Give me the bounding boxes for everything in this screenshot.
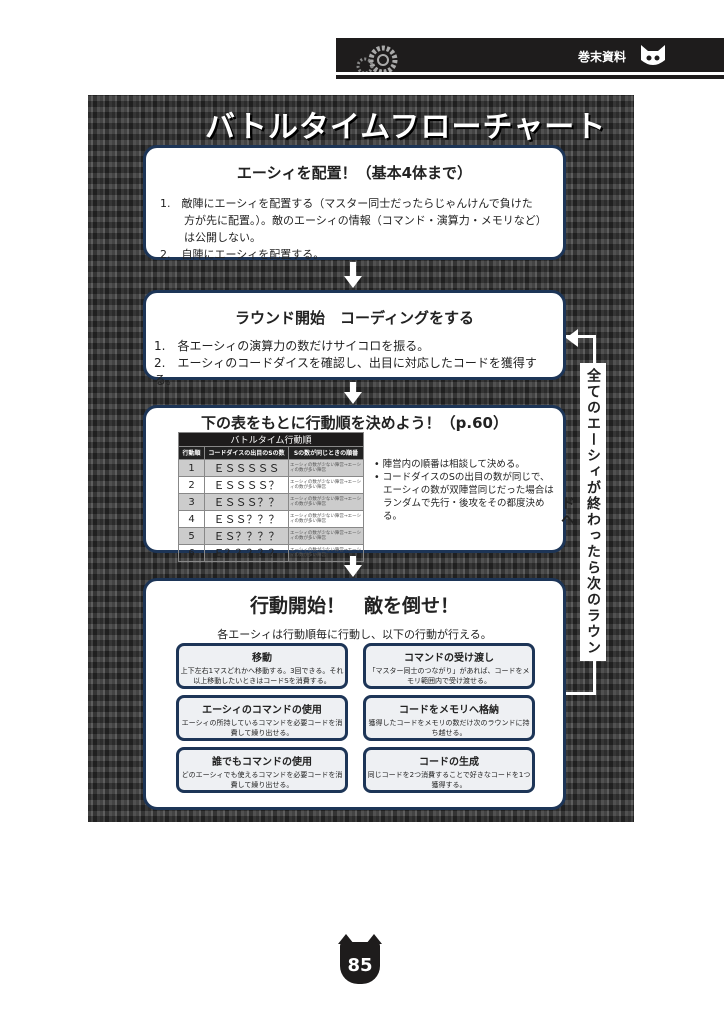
action-title: コードの生成 <box>419 757 479 768</box>
step-action-start: 行動開始！ 敵を倒せ！ 各エーシィは行動順毎に行動し、以下の行動が行える。 移動… <box>143 578 566 810</box>
action-card: エーシィのコマンドの使用エーシィの所持しているコマンドを必要コードを消費して繰り… <box>176 695 348 741</box>
list-item: 1. 敵陣にエーシィを配置する（マスター同士だったらじゃんけんで負けた方が先に配… <box>160 197 542 244</box>
arrow-down-icon <box>344 556 362 577</box>
column-header: 行動順 <box>178 446 205 460</box>
step-title: 行動開始！ 敵を倒せ！ <box>249 595 459 617</box>
table-cell: 2 <box>178 476 205 494</box>
table-cell: 1 <box>178 459 205 477</box>
table-cell: エーシィの数が少ない陣営→エーシィの数が多い陣営 <box>287 544 365 562</box>
action-description: 上下左右1マスどれかへ移動する。3回できる。それ以上移動したいときはコードSを消… <box>180 667 344 685</box>
page-number: 85 <box>338 934 382 984</box>
cat-face-icon <box>641 45 665 65</box>
action-description: どのエーシィでも使えるコマンドを必要コードを消費して繰り出せる。 <box>181 771 343 789</box>
table-cell: ＥＳ？？？？ <box>204 527 289 545</box>
table-cell: エーシィの数が少ない陣営→エーシィの数が多い陣営 <box>287 476 365 494</box>
step-title: 下の表をもとに行動順を決めよう！（p.60） <box>200 414 508 432</box>
step-title: エーシィを配置！（基本4体まで） <box>236 164 473 182</box>
action-card: 移動上下左右1マスどれかへ移動する。3回できる。それ以上移動したいときはコードS… <box>176 643 348 689</box>
action-card: 誰でもコマンドの使用どのエーシィでも使えるコマンドを必要コードを消費して繰り出せ… <box>176 747 348 793</box>
rules-list: • 陣営内の順番は相談して決める。 • コードダイスのSの出目の数が同じで、エー… <box>374 458 554 523</box>
list-item: 2. エーシィのコードダイスを確認し、出目に対応したコードを獲得する。 <box>154 356 537 387</box>
table-cell: ＥＳＳＳＳＳ <box>204 459 289 477</box>
action-title: コマンドの受け渡し <box>404 653 494 664</box>
section-label: 巻末資料 <box>578 50 627 64</box>
table-cell: 3 <box>178 493 205 511</box>
list-item: • コードダイスのSの出目の数が同じで、エーシィの数が双陣営同じだった場合はラン… <box>374 472 554 522</box>
table-cell: ＥＳＳＳ？？ <box>204 493 289 511</box>
table-cell: エーシィの数が少ない陣営→エーシィの数が多い陣営 <box>287 493 365 511</box>
table-caption: バトルタイム行動順 <box>177 432 365 447</box>
action-description: 獲得したコードをメモリの数だけ次のラウンドに持ち越せる。 <box>368 719 530 737</box>
action-title: 誰でもコマンドの使用 <box>212 757 312 768</box>
action-title: コードをメモリへ格納 <box>399 705 499 716</box>
list-item: • 陣営内の順番は相談して決める。 <box>374 459 525 470</box>
action-title: 移動 <box>252 653 272 664</box>
table-cell: ＥＳＳＳＳ？ <box>204 476 289 494</box>
table-cell: 5 <box>178 527 205 545</box>
action-description: 「マスター同士のつながり」があれば、コードをメモリ範囲内で受け渡せる。 <box>368 667 530 685</box>
arrow-left-icon <box>566 329 578 347</box>
action-card: コードをメモリへ格納獲得したコードをメモリの数だけ次のラウンドに持ち越せる。 <box>363 695 535 741</box>
table-cell: エーシィの数が少ない陣営→エーシィの数が多い陣営 <box>287 510 365 528</box>
arrow-down-icon <box>344 262 362 288</box>
column-header: Sの数が同じときの順番 <box>287 446 365 460</box>
action-description: エーシィの所持しているコマンドを必要コードを消費して繰り出せる。 <box>181 719 343 737</box>
action-card: コードの生成同じコードを2つ消費することで好きなコードを1つ獲得する。 <box>363 747 535 793</box>
table-cell: 4 <box>178 510 205 528</box>
step-place-aesy: エーシィを配置！（基本4体まで） 1. 敵陣にエーシィを配置する（マスター同士だ… <box>143 145 566 261</box>
column-header: コードダイスの出目のSの数 <box>204 446 289 460</box>
next-round-label: 全てのエーシィが終わったら次のラウンドへ <box>559 363 606 661</box>
list-item: 1. 各エーシィの演算力の数だけサイコロを振る。 <box>154 339 430 353</box>
table-cell: ＥＳＳ？？？ <box>204 510 289 528</box>
action-description: 同じコードを2つ消費することで好きなコードを1つ獲得する。 <box>367 771 531 789</box>
step-action-order: 下の表をもとに行動順を決めよう！（p.60） バトルタイム行動順 行動順コードダ… <box>143 405 566 562</box>
table-cell: エーシィの数が少ない陣営→エーシィの数が多い陣営 <box>287 527 365 545</box>
action-title: エーシィのコマンドの使用 <box>202 705 322 716</box>
action-card: コマンドの受け渡し「マスター同士のつながり」があれば、コードをメモリ範囲内で受け… <box>363 643 535 689</box>
gear-icon <box>356 45 398 72</box>
header-rule <box>336 75 724 79</box>
table-cell: Ｅ？？？？？ <box>204 544 289 562</box>
page-title: バトルタイムフローチャート <box>205 110 607 145</box>
table-cell: 6 <box>178 544 205 562</box>
step-round-start: ラウンド開始 コーディングをする 1. 各エーシィの演算力の数だけサイコロを振る… <box>143 290 566 387</box>
step-title: ラウンド開始 コーディングをする <box>235 309 474 327</box>
table-cell: エーシィの数が少ない陣営→エーシィの数が多い陣営 <box>287 459 365 477</box>
step-subtitle: 各エーシィは行動順毎に行動し、以下の行動が行える。 <box>217 628 492 641</box>
list-item: 2. 自陣にエーシィを配置する。 <box>160 248 325 261</box>
arrow-down-icon <box>344 382 362 404</box>
